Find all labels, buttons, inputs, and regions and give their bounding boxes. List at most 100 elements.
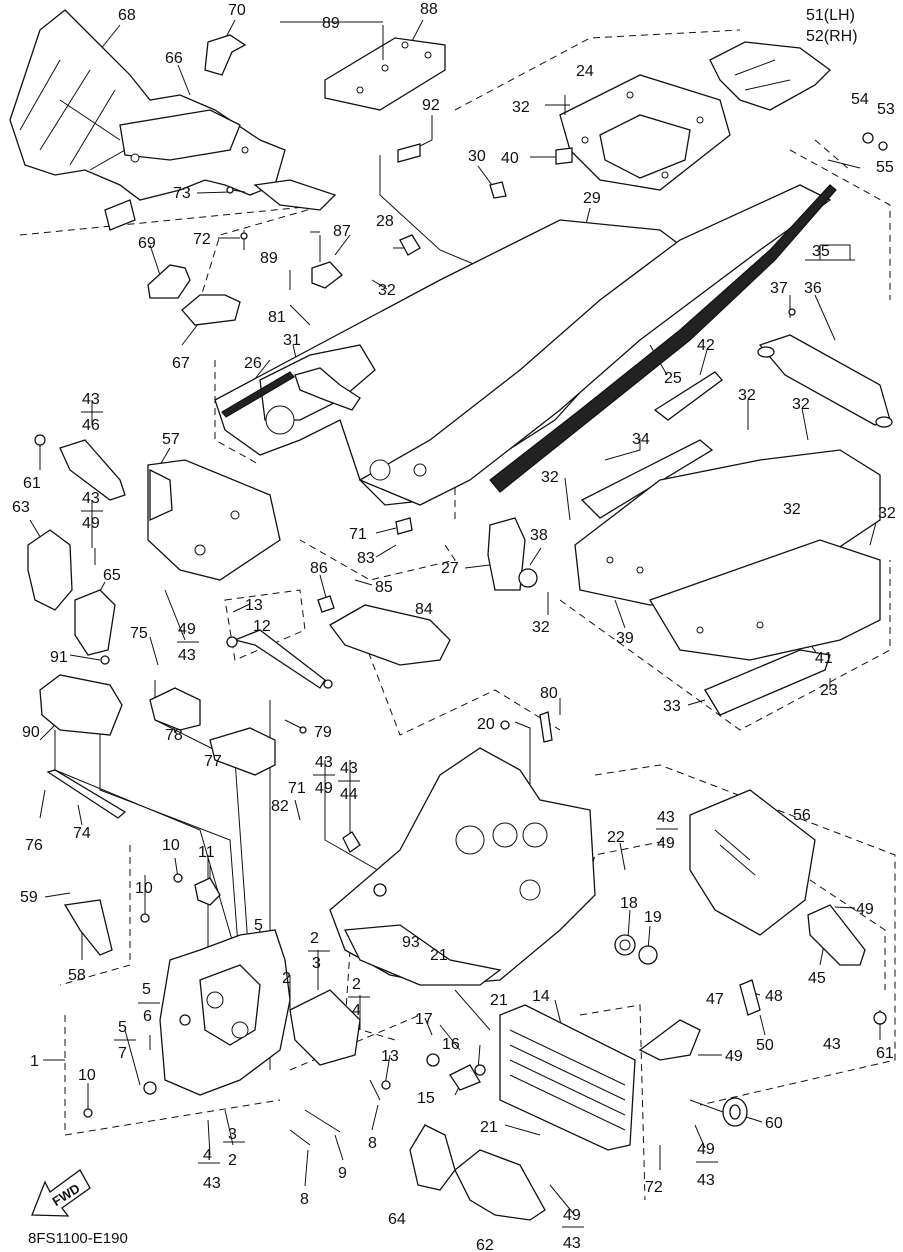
callout-89-mid: 89 (260, 250, 278, 267)
callout-36: 36 (804, 280, 822, 297)
callout-51: 51(LH) (806, 7, 855, 24)
part-1-front-frame (143, 929, 361, 1096)
part-58-bracket (63, 899, 113, 956)
callout-25: 25 (664, 370, 682, 387)
part-62-cover (454, 1149, 546, 1221)
callout-43-b: 43 (82, 490, 100, 507)
callout-29: 29 (583, 190, 601, 207)
callout-64: 64 (388, 1211, 406, 1228)
callout-12: 12 (253, 618, 271, 635)
callout-68: 68 (118, 7, 136, 24)
callout-20: 20 (477, 716, 495, 733)
callout-18: 18 (620, 895, 638, 912)
part-68-front-nose-frame (9, 9, 337, 231)
callout-58: 58 (68, 967, 86, 984)
callout-67: 67 (172, 355, 190, 372)
part-63-cover (27, 529, 73, 611)
part-37-bolt (788, 308, 796, 316)
callout-39: 39 (616, 630, 634, 647)
callout-48: 48 (765, 988, 783, 1005)
part-20-nut (500, 720, 510, 730)
callout-92: 92 (422, 97, 440, 114)
part-main-chassis (329, 747, 596, 986)
callout-2-b: 2 (282, 970, 291, 987)
callout-70: 70 (228, 2, 246, 19)
callout-75: 75 (130, 625, 148, 642)
callout-76: 76 (25, 837, 43, 854)
callout-16: 16 (442, 1036, 460, 1053)
callout-43-f: 43 (657, 809, 675, 826)
callout-21-b: 21 (490, 992, 508, 1009)
callout-7: 7 (118, 1045, 127, 1062)
callout-53: 53 (877, 101, 895, 118)
callout-77: 77 (204, 753, 222, 770)
callout-5-b: 5 (142, 981, 151, 998)
part-84-tray (329, 604, 451, 666)
callout-37: 37 (770, 280, 788, 297)
callout-32-c: 32 (738, 387, 756, 404)
callout-4-b: 4 (203, 1147, 212, 1164)
part-15-pivot-shaft (449, 1064, 481, 1091)
callout-82: 82 (271, 798, 289, 815)
callout-2-a: 2 (310, 930, 319, 947)
part-10-nut-c (83, 1108, 93, 1118)
part-77-bracket (209, 727, 276, 776)
part-54-washer (862, 132, 874, 144)
callout-84: 84 (415, 601, 433, 618)
part-14-heat-exchanger (499, 1004, 636, 1151)
callout-31: 31 (283, 332, 301, 349)
callout-2-c: 2 (352, 976, 361, 993)
part-65-plate (74, 589, 116, 656)
callout-59: 59 (20, 889, 38, 906)
part-44-bushing (342, 831, 361, 853)
callout-71-mid: 71 (288, 780, 306, 797)
callout-43-d: 43 (315, 754, 333, 771)
callout-55: 55 (876, 159, 894, 176)
part-69-pad (147, 264, 191, 299)
part-73-72-bolts (226, 186, 248, 250)
part-48-bracket (739, 979, 761, 1016)
part-24-plate (559, 74, 731, 191)
callout-72-top: 72 (193, 231, 211, 248)
part-19-ring (638, 945, 658, 965)
callout-65: 65 (103, 567, 121, 584)
callout-93: 93 (402, 934, 420, 951)
callout-22: 22 (607, 829, 625, 846)
part-40-clip (555, 147, 573, 165)
part-56-bracket (689, 789, 816, 936)
callout-79: 79 (314, 724, 332, 741)
callout-23: 23 (820, 682, 838, 699)
callout-80: 80 (540, 685, 558, 702)
callout-32-f: 32 (783, 501, 801, 518)
callout-14: 14 (532, 988, 550, 1005)
callout-49-g: 49 (697, 1141, 715, 1158)
callout-66: 66 (165, 50, 183, 67)
callout-49-c: 49 (315, 780, 333, 797)
callout-43-e: 43 (340, 760, 358, 777)
callout-1: 1 (30, 1053, 39, 1070)
part-31-bracket (294, 367, 361, 411)
callout-74: 74 (73, 825, 91, 842)
part-38-washer (518, 568, 538, 588)
callout-28: 28 (376, 213, 394, 230)
part-78-bracket (149, 687, 201, 731)
callout-38: 38 (530, 527, 548, 544)
callout-50: 50 (756, 1037, 774, 1054)
part-42-bracket (653, 371, 723, 421)
callout-43-a: 43 (82, 391, 100, 408)
part-91-bolt (100, 655, 110, 665)
callout-6: 6 (143, 1008, 152, 1025)
part-80-bolt (539, 711, 553, 743)
callout-32-d: 32 (792, 396, 810, 413)
part-39-41-33-rear-frame (574, 449, 881, 716)
callout-30: 30 (468, 148, 486, 165)
callout-35: 35 (812, 243, 830, 260)
callout-47: 47 (706, 991, 724, 1008)
part-30-clip (489, 181, 507, 199)
callout-9: 9 (338, 1165, 347, 1182)
callout-43-j: 43 (203, 1175, 221, 1192)
part-13-nut (381, 1080, 391, 1090)
callout-60: 60 (765, 1115, 783, 1132)
callout-87: 87 (333, 223, 351, 240)
callout-19: 19 (644, 909, 662, 926)
